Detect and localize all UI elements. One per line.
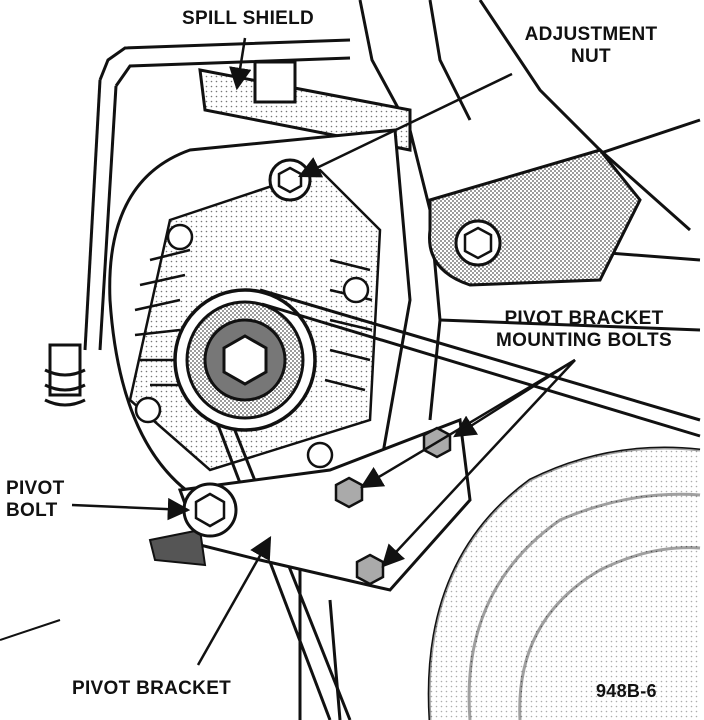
pivot-bracket-mounting-bolts-label-line1: PIVOT BRACKET	[504, 308, 664, 329]
figure-id-label: 948B-6	[596, 681, 657, 701]
pivot-bolt-leader	[71, 497, 191, 521]
crankshaft-pulley	[427, 446, 701, 720]
pivot-bracket-mounting-bolts-label: PIVOT BRACKET MOUNTING BOLTS	[476, 308, 692, 352]
leader-lines	[71, 37, 576, 666]
spill-shield-label: SPILL SHIELD	[182, 8, 315, 29]
mounting-bolt-leader-3	[381, 359, 576, 568]
pivot-bolt-label: PIVOT BOLT	[6, 478, 65, 522]
pivot-bolt-label-line1: PIVOT	[6, 478, 65, 499]
pivot-bracket-leader	[196, 536, 272, 666]
spill-shield-leader	[229, 37, 252, 91]
drive-belt	[216, 288, 701, 720]
adjustment-nut-label-line2: NUT	[571, 46, 611, 67]
pivot-bolt	[182, 482, 238, 538]
spill-shield	[198, 60, 412, 152]
adjustment-nut	[268, 158, 312, 202]
pivot-bolt-label-line2: BOLT	[6, 500, 58, 521]
pivot-bracket-label: PIVOT BRACKET	[72, 678, 232, 699]
alternator-pulley	[173, 288, 317, 432]
adjustment-nut-label-line1: ADJUSTMENT	[524, 24, 658, 45]
adjustment-nut-label: ADJUSTMENT NUT	[508, 24, 674, 68]
adjustment-nut-leader	[297, 72, 513, 178]
tensioner-bracket	[428, 148, 642, 287]
pivot-bracket-mounting-bolts-label-line2: MOUNTING BOLTS	[496, 330, 672, 351]
mounting-bolt-leader-2	[360, 358, 576, 489]
